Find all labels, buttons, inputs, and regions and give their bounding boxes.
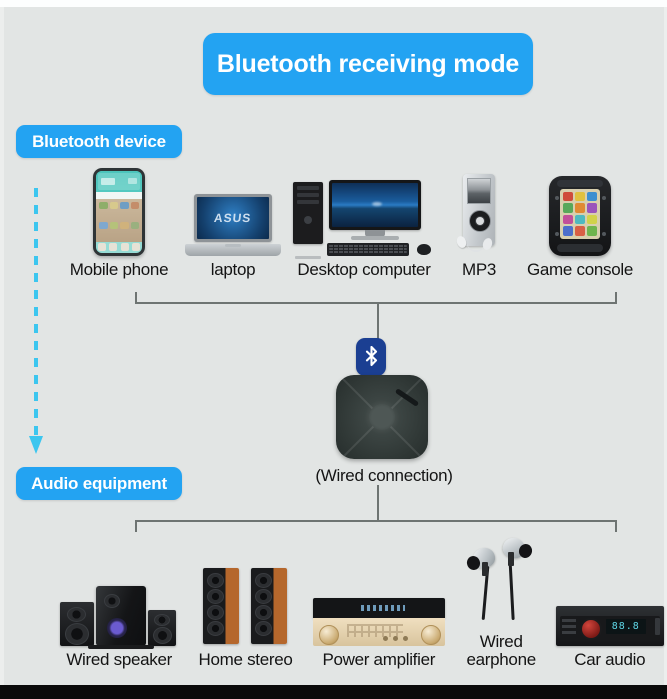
- device-label: MP3: [461, 259, 497, 279]
- device-car-audio[interactable]: 88.8 Car audio: [553, 605, 667, 669]
- device-power-amplifier[interactable]: Power amplifier: [308, 597, 450, 669]
- device-label: Wired earphone: [466, 632, 536, 669]
- device-wired-speaker[interactable]: Wired speaker: [55, 580, 183, 669]
- car-stereo-icon: 88.8: [555, 605, 664, 646]
- device-label: Home stereo: [198, 649, 293, 669]
- desktop-computer-icon: [293, 179, 435, 259]
- device-label: Mobile phone: [69, 259, 169, 279]
- earphones-icon: [457, 535, 545, 628]
- top-edge-strip: [0, 0, 667, 7]
- device-mp3[interactable]: MP3: [440, 173, 518, 279]
- speaker-system-icon: [60, 580, 178, 649]
- left-edge-strip: [0, 7, 4, 685]
- bottom-bar: [0, 685, 667, 699]
- right-edge-strip: [664, 7, 667, 685]
- tower-speakers-icon: [202, 567, 289, 646]
- device-mobile-phone[interactable]: Mobile phone: [60, 167, 178, 279]
- page-title: Bluetooth receiving mode: [203, 33, 533, 95]
- game-console-icon: [549, 175, 611, 256]
- device-label: Wired speaker: [66, 649, 173, 669]
- mp3-player-icon: [455, 173, 501, 256]
- device-label: Desktop computer: [297, 259, 431, 279]
- device-game-console[interactable]: Game console: [518, 175, 642, 279]
- bluetooth-receiver[interactable]: [336, 338, 432, 483]
- smartphone-icon: [93, 167, 145, 256]
- bluetooth-icon: [356, 338, 386, 376]
- amplifier-icon: [312, 597, 445, 646]
- receiver-body: [336, 375, 428, 459]
- device-wired-earphone[interactable]: Wired earphone: [450, 535, 553, 669]
- flow-arrow-icon: [29, 188, 43, 460]
- device-desktop-computer[interactable]: Desktop computer: [288, 179, 440, 279]
- receiver-caption: (Wired connection): [315, 466, 453, 485]
- section-label-audio-equipment: Audio equipment: [16, 467, 182, 500]
- device-home-stereo[interactable]: Home stereo: [183, 567, 307, 669]
- section-label-bluetooth-device: Bluetooth device: [16, 125, 182, 158]
- device-label: laptop: [210, 259, 256, 279]
- device-label: Power amplifier: [322, 649, 436, 669]
- laptop-icon: ASUS: [185, 193, 281, 256]
- device-label: Game console: [526, 259, 633, 279]
- device-laptop[interactable]: ASUS laptop: [178, 193, 288, 279]
- device-label: Car audio: [574, 649, 646, 669]
